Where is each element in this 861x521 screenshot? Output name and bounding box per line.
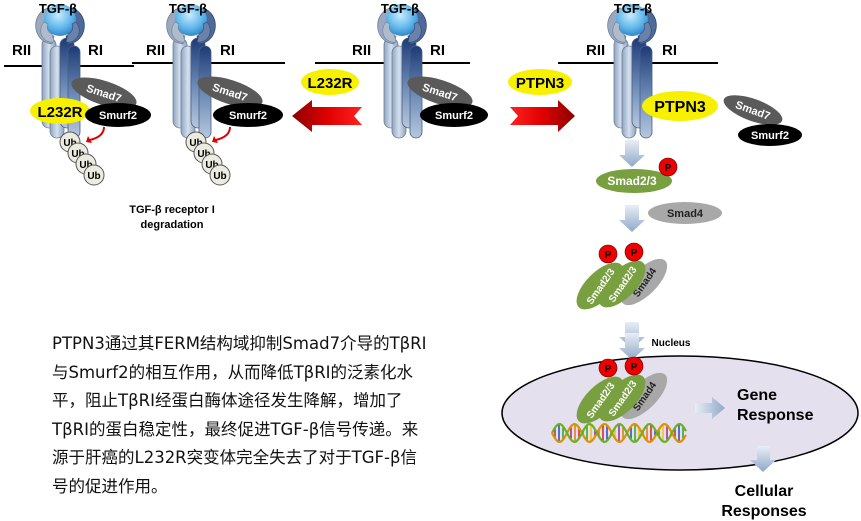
svg-text:PTPN3: PTPN3 [654,99,706,116]
svg-text:Ub: Ub [79,160,92,171]
gene-response-line2: Response [737,407,814,424]
degradation-caption-line2: degradation [141,219,204,231]
down-arrow [619,205,645,232]
svg-text:Ub: Ub [197,149,210,160]
svg-text:P: P [605,364,612,375]
svg-text:Smurf2: Smurf2 [435,110,473,122]
tgf-beta-receptor-complex-4 [607,3,657,139]
phospho-group: P [658,157,678,177]
receptor-rii-label: RII [12,42,31,59]
phospho-group: P [598,358,618,378]
smurf2-protein: Smurf2 [213,103,283,127]
right-arrow [695,397,725,419]
svg-text:Ub: Ub [87,171,100,182]
receptor-rii-label: RII [146,42,165,59]
ligand-label: TGF-β [169,1,207,16]
smad7-protein: Smad7 [723,95,783,125]
svg-text:Smad2/3: Smad2/3 [607,174,657,188]
degradation-caption-line1: TGF-β receptor I [129,204,215,216]
receptor-ri-label: RI [220,42,235,59]
description-line: 源于肝癌的L232R突变体完全失去了对于TGF-β信 [52,448,417,467]
receptor-rii-label: RII [586,42,605,59]
l232r-inhibition-arrow [292,100,362,132]
dna-helix [551,422,687,444]
receptor-ri-label: RI [430,42,445,59]
cellular-responses-line2: Responses [721,503,806,520]
svg-text:Smurf2: Smurf2 [99,110,137,122]
ligand-label: TGF-β [39,1,77,16]
svg-text:Ub: Ub [213,171,226,182]
ubiquitin: Ub [209,164,231,186]
ligand-label: TGF-β [381,1,419,16]
nuclear-import-arrow [619,333,645,360]
l232r-arrow-badge: L232R [301,69,359,95]
cellular-responses-line1: Cellular [735,483,794,500]
dna-strand [551,422,687,444]
smurf2-protein: Smurf2 [85,103,151,127]
description-line: TβRI的蛋白稳定性，最终促进TGF-β信号传递。来 [52,419,419,439]
tgf-beta-receptor-complex-3 [377,3,427,139]
description-line: 平，阻止TβRI经蛋白酶体途径发生降解，增加了 [52,391,403,410]
svg-text:Ub: Ub [189,138,202,149]
ubiquitin: Ub [83,164,105,186]
receptor-ri-label: RI [88,42,103,59]
receptor-ri-label: RI [662,42,677,59]
description-line: 与Smurf2的相互作用，从而降低TβRI的泛素化水 [52,362,414,382]
svg-text:L232R: L232R [37,104,82,121]
svg-text:Ub: Ub [71,149,84,160]
down-arrow [750,446,776,472]
svg-text:Smurf2: Smurf2 [751,130,789,142]
ligand-label: TGF-β [614,1,652,16]
down-arrow [619,140,645,167]
ptpn3-arrow-badge: PTPN3 [508,69,572,95]
svg-text:P: P [605,250,612,261]
svg-text:P: P [665,163,672,174]
description-line: PTPN3通过其FERM结构域抑制Smad7介导的TβRI [52,334,427,353]
description-line: 号的促进作用。 [52,476,168,496]
nucleus-label: Nucleus [652,338,691,349]
gene-response-line1: Gene [737,387,777,404]
smad7-protein: Smad7 [197,76,263,108]
ubiquitination-arrow [215,126,231,141]
smad23-protein: Smad2/3 [596,169,672,193]
smurf2-protein: Smurf2 [738,124,802,146]
ptpn3-badge: PTPN3 [642,91,718,121]
dna-strand [551,422,687,444]
svg-text:Smad4: Smad4 [667,208,704,220]
smad7-protein: Smad7 [407,76,473,108]
svg-text:Ub: Ub [205,160,218,171]
smad4-protein: Smad4 [648,202,722,224]
smurf2-protein: Smurf2 [420,103,488,127]
tgf-beta-receptor-complex-2 [166,3,216,139]
l232r-badge: L232R [30,98,90,124]
svg-text:P: P [631,362,638,373]
phospho-group: P [624,356,644,376]
svg-text:Ub: Ub [63,138,76,149]
svg-text:L232R: L232R [307,75,352,92]
receptor-rii-label: RII [352,42,371,59]
svg-text:PTPN3: PTPN3 [516,75,564,92]
svg-text:P: P [631,248,638,259]
ptpn3-activation-arrow [510,100,575,132]
phospho-group: P [598,244,618,264]
smad7-protein: Smad7 [71,77,137,109]
ubiquitination-arrow [89,126,105,141]
phospho-group: P [624,242,644,262]
svg-text:Smurf2: Smurf2 [229,110,267,122]
description-text: PTPN3通过其FERM结构域抑制Smad7介导的TβRI 与Smurf2的相互… [52,330,452,501]
